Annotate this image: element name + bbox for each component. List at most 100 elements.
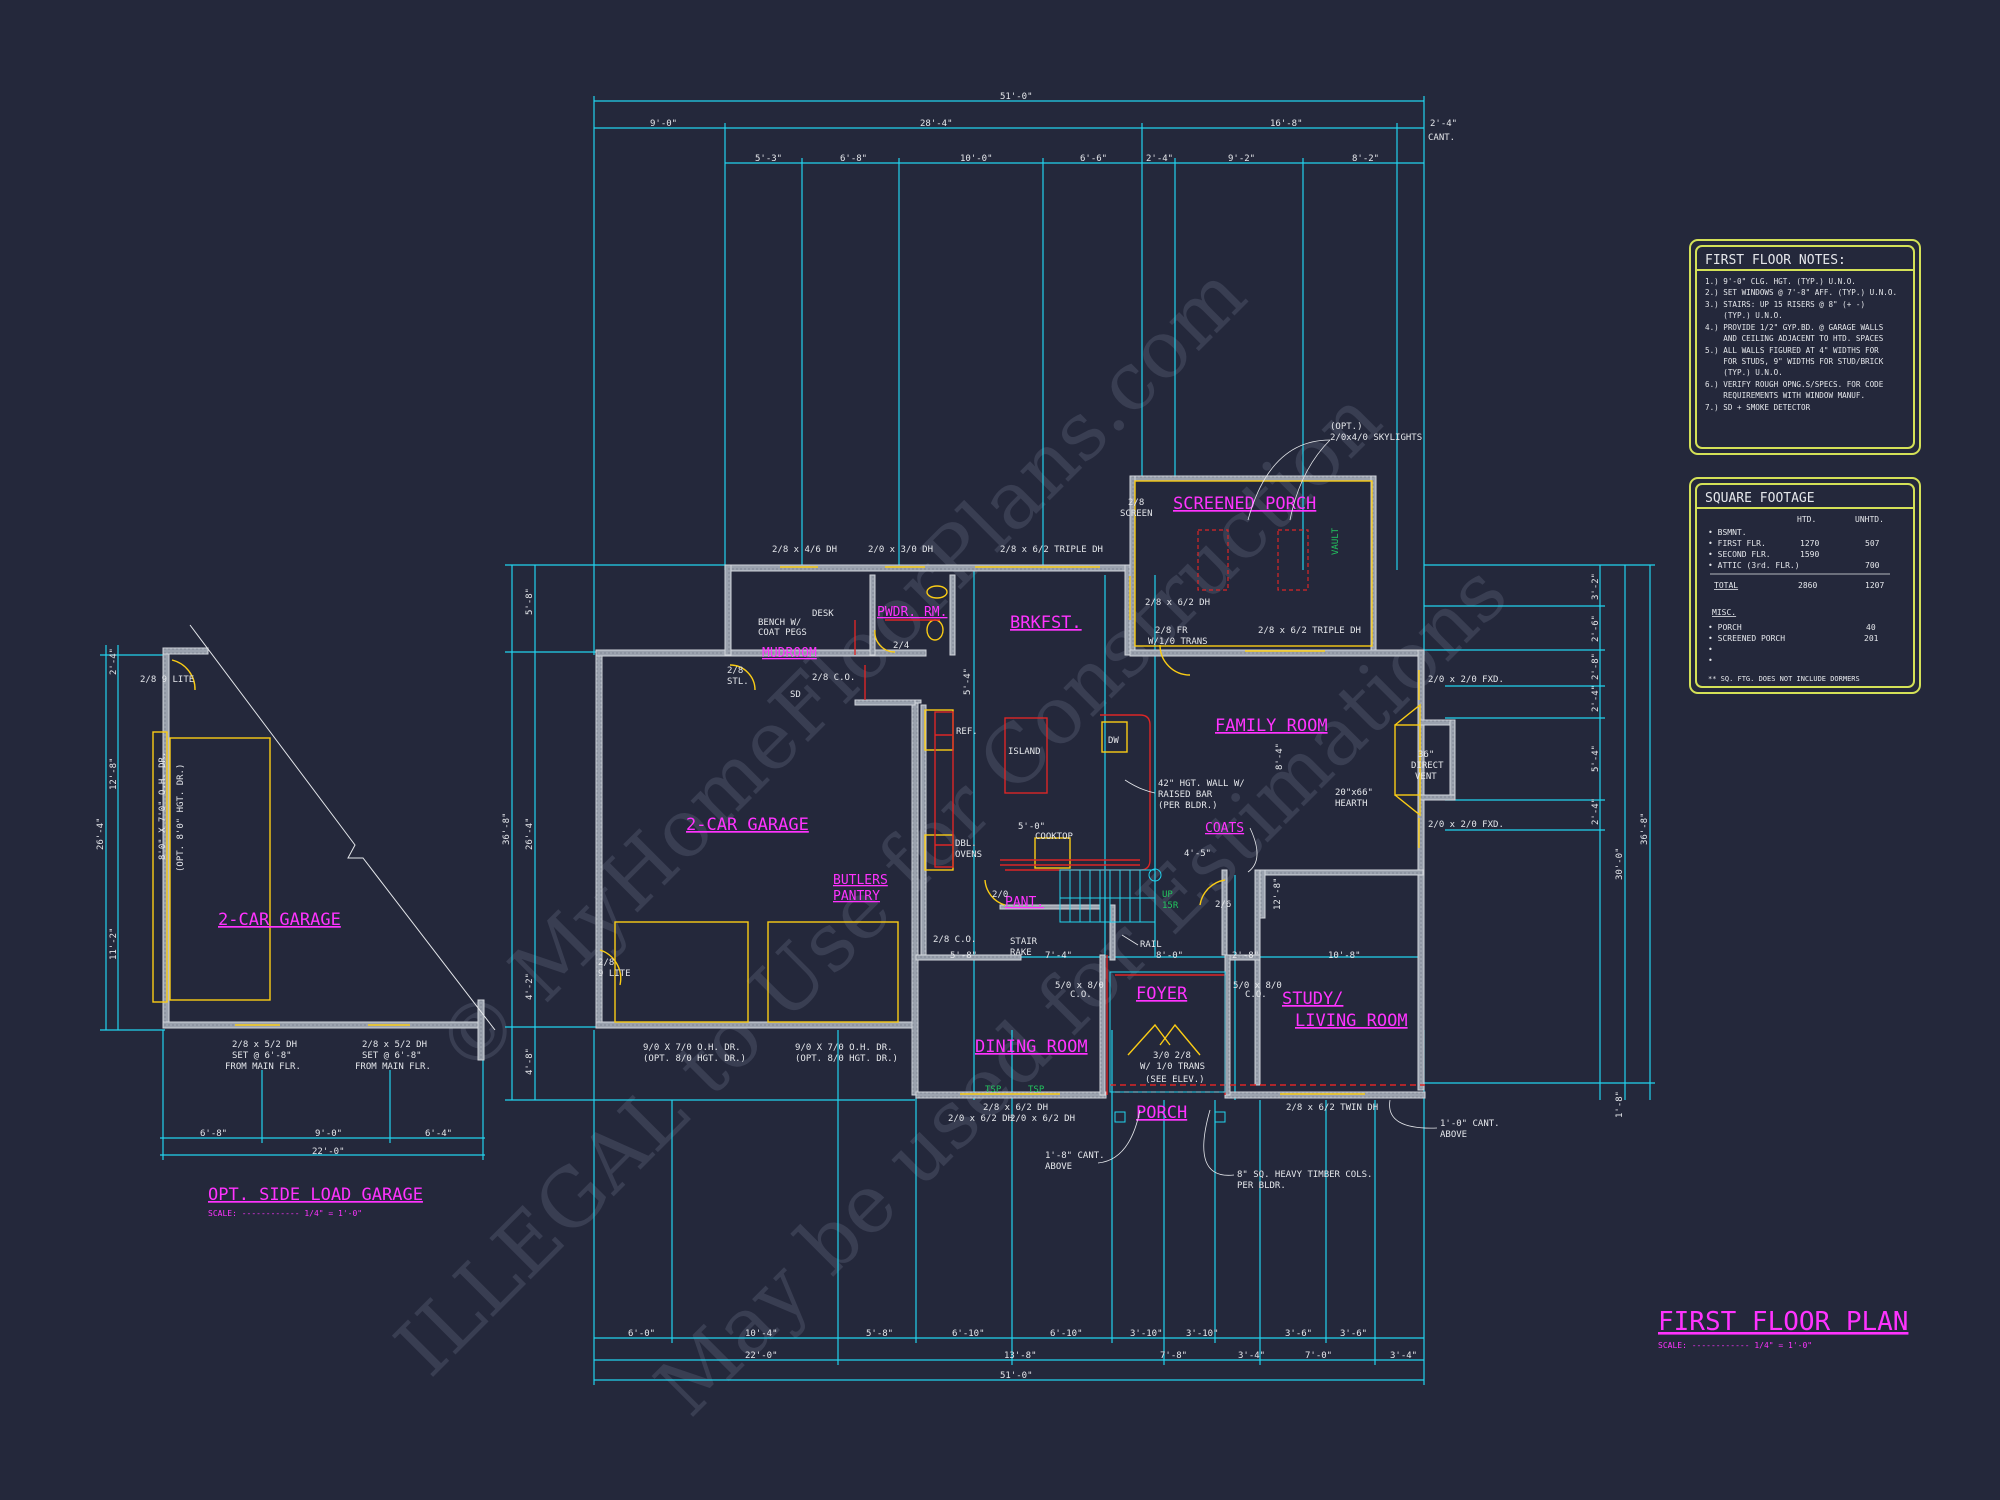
sqft-footnote: ** SQ. FTG. DOES NOT INCLUDE DORMERS bbox=[1708, 675, 1860, 683]
sqft-row-unhtd: 700 bbox=[1865, 561, 1880, 570]
label-up: UP bbox=[1162, 890, 1173, 900]
dim-bot2-2: 13'-8" bbox=[1004, 1351, 1037, 1361]
label-dbl-1: DBL. bbox=[955, 839, 977, 849]
dim-right-5: 5'-4" bbox=[1591, 745, 1601, 772]
room-pantry: PANTRY bbox=[833, 889, 880, 904]
sqft-total-label: TOTAL bbox=[1714, 581, 1738, 590]
opt-door-opt: (OPT. 8'0" HGT. DR.) bbox=[176, 764, 186, 872]
opt-win2-2: SET @ 6'-8" bbox=[362, 1051, 422, 1061]
room-brkfst: BRKFST. bbox=[1010, 613, 1082, 633]
label-cant1-a: 1'-8" CANT. bbox=[1045, 1151, 1105, 1161]
label-bench-2: COAT PEGS bbox=[758, 628, 807, 638]
dim-bot2-1: 22'-0" bbox=[745, 1351, 778, 1361]
note-line: (TYP.) U.N.O. bbox=[1705, 368, 1783, 377]
room-family: FAMILY ROOM bbox=[1215, 716, 1328, 736]
label-d24: 2/4 bbox=[893, 641, 909, 651]
label-tsp-2: TSP bbox=[1028, 1085, 1045, 1095]
dim-left-4: 4'-8" bbox=[525, 1048, 535, 1075]
label-hearth-1: 20"x66" bbox=[1335, 788, 1373, 798]
label-screen-2: SCREEN bbox=[1120, 509, 1153, 519]
label-twin: 2/8 x 6/2 TWIN DH bbox=[1286, 1103, 1378, 1113]
label-stl-1: 2/8 bbox=[727, 666, 743, 676]
label-dw-3: 2/0 x 6/2 DH bbox=[1010, 1114, 1075, 1124]
room-study-1: STUDY/ bbox=[1282, 989, 1343, 1009]
label-entry-2: W/ 1/0 TRANS bbox=[1140, 1062, 1205, 1072]
opt-dim-3: 6'-4" bbox=[425, 1129, 452, 1139]
label-skylights-2: 2/0x4/0 SKYLIGHTS bbox=[1330, 433, 1422, 443]
label-bar-3: (PER BLDR.) bbox=[1158, 801, 1218, 811]
room-coats: COATS bbox=[1205, 821, 1244, 836]
label-bar-2: RAISED BAR bbox=[1158, 790, 1213, 800]
opt-win1-1: 2/8 x 5/2 DH bbox=[232, 1040, 297, 1050]
label-dw-2: 2/0 x 6/2 DH bbox=[948, 1114, 1013, 1124]
dim-right-total: 36'-8" bbox=[1640, 812, 1650, 845]
label-co4-b: C.O. bbox=[1245, 990, 1267, 1000]
dim-bot-8: 3'-6" bbox=[1285, 1329, 1312, 1339]
label-dw: DW bbox=[1108, 736, 1119, 746]
dim-bot-total: 51'-0" bbox=[1000, 1371, 1033, 1381]
dim-right-sub: 30'-0" bbox=[1615, 847, 1625, 880]
label-rail: RAIL bbox=[1140, 940, 1162, 950]
opt-lite: 2/8 9 LITE bbox=[140, 675, 194, 685]
label-entry-3: (SEE ELEV.) bbox=[1145, 1075, 1205, 1085]
dim-top-1: 9'-0" bbox=[650, 119, 677, 129]
label-fx-1: 2/0 x 2/0 FXD. bbox=[1428, 675, 1504, 685]
first-floor-notes: FIRST FLOOR NOTES: 1.) 9'-0" CLG. HGT. (… bbox=[1705, 253, 1897, 412]
label-vent-3: VENT bbox=[1415, 772, 1437, 782]
label-vault: VAULT bbox=[1331, 527, 1341, 555]
dim-bot-3: 5'-8" bbox=[866, 1329, 893, 1339]
label-entry-1: 3/0 2/8 bbox=[1153, 1051, 1191, 1061]
label-w1: 2/8 x 4/6 DH bbox=[772, 545, 837, 555]
label-dim-54: 5'-4" bbox=[963, 668, 973, 695]
dim-r2-5: 2'-4" bbox=[1146, 154, 1173, 164]
sqft-misc-label: MISC. bbox=[1712, 608, 1736, 617]
sqft-col-unhtd: UNHTD. bbox=[1855, 515, 1884, 524]
label-tsp-1: TSP bbox=[985, 1085, 1002, 1095]
label-w4: 2/8 x 6/2 DH bbox=[1145, 598, 1210, 608]
note-line: FOR STUDS, 9" WIDTHS FOR STUD/BRICK bbox=[1705, 357, 1884, 366]
label-screen-1: 2/8 bbox=[1128, 498, 1144, 508]
room-labels: 2-CAR GARAGE MUDROOM PWDR. RM. BRKFST. S… bbox=[208, 494, 1908, 1337]
dim-top-cant: 2'-4" bbox=[1430, 119, 1457, 129]
skylights bbox=[1197, 529, 1309, 591]
dim-r2-7: 8'-2" bbox=[1352, 154, 1379, 164]
leader-lines bbox=[1097, 439, 1438, 1176]
dim-bot-9: 3'-6" bbox=[1340, 1329, 1367, 1339]
room-porch: PORCH bbox=[1136, 1103, 1187, 1123]
dim-right-3: 2'-8" bbox=[1591, 653, 1601, 680]
opt-win1-3: FROM MAIN FLR. bbox=[225, 1062, 301, 1072]
label-bench-1: BENCH W/ bbox=[758, 618, 801, 628]
sqft-total-htd: 2860 bbox=[1798, 581, 1817, 590]
label-w2: 2/0 x 3/0 DH bbox=[868, 545, 933, 555]
label-cols-1: 8" SQ. HEAVY TIMBER COLS. bbox=[1237, 1170, 1372, 1180]
label-glite-2: 9 LITE bbox=[598, 969, 631, 979]
dim-right-4: 2'-4" bbox=[1591, 685, 1601, 712]
dim-bot-6: 3'-10" bbox=[1130, 1329, 1163, 1339]
opt-win2-3: FROM MAIN FLR. bbox=[355, 1062, 431, 1072]
dim-right-2: 2'-6" bbox=[1591, 615, 1601, 642]
dim-right-6: 2'-4" bbox=[1591, 798, 1601, 825]
label-vent-1: 36" bbox=[1418, 750, 1434, 760]
room-garage: 2-CAR GARAGE bbox=[686, 815, 809, 835]
sqft-misc-val: 40 bbox=[1866, 623, 1876, 632]
label-dim-50: 5'-0" bbox=[1018, 822, 1045, 832]
room-pwdr: PWDR. RM. bbox=[877, 605, 947, 620]
label-bar-1: 42" HGT. WALL W/ bbox=[1158, 779, 1245, 789]
opt-dim-2: 9'-0" bbox=[315, 1129, 342, 1139]
note-line: 3.) STAIRS: UP 15 RISERS @ 8" (+ -) bbox=[1705, 300, 1865, 309]
sqft-row-label: • ATTIC (3rd. FLR.) bbox=[1708, 561, 1800, 570]
label-dw-1: 2/8 x 6/2 DH bbox=[983, 1103, 1048, 1113]
label-gdoor-1a: 9/0 X 7/0 O.H. DR. bbox=[643, 1043, 741, 1053]
label-ref: REF. bbox=[956, 727, 978, 737]
dim-bot-5: 6'-10" bbox=[1050, 1329, 1083, 1339]
opt-garage-title: OPT. SIDE LOAD GARAGE bbox=[208, 1185, 423, 1205]
opt-door: 8'0" X 7'0" O.H. DR. bbox=[158, 752, 168, 860]
label-dim-84: 8'-4" bbox=[1275, 743, 1285, 770]
note-line: 2.) SET WINDOWS @ 7'-8" AFF. (TYP.) U.N.… bbox=[1705, 288, 1897, 297]
dim-bot2-5: 7'-0" bbox=[1305, 1351, 1332, 1361]
label-co4-a: 5/0 x 8/0 bbox=[1233, 981, 1282, 991]
room-pant: PANT. bbox=[1005, 895, 1044, 910]
sqft-row-label: • FIRST FLR. bbox=[1708, 539, 1766, 548]
label-glite-1: 2/8 bbox=[598, 958, 614, 968]
opt-room-garage: 2-CAR GARAGE bbox=[218, 910, 341, 930]
